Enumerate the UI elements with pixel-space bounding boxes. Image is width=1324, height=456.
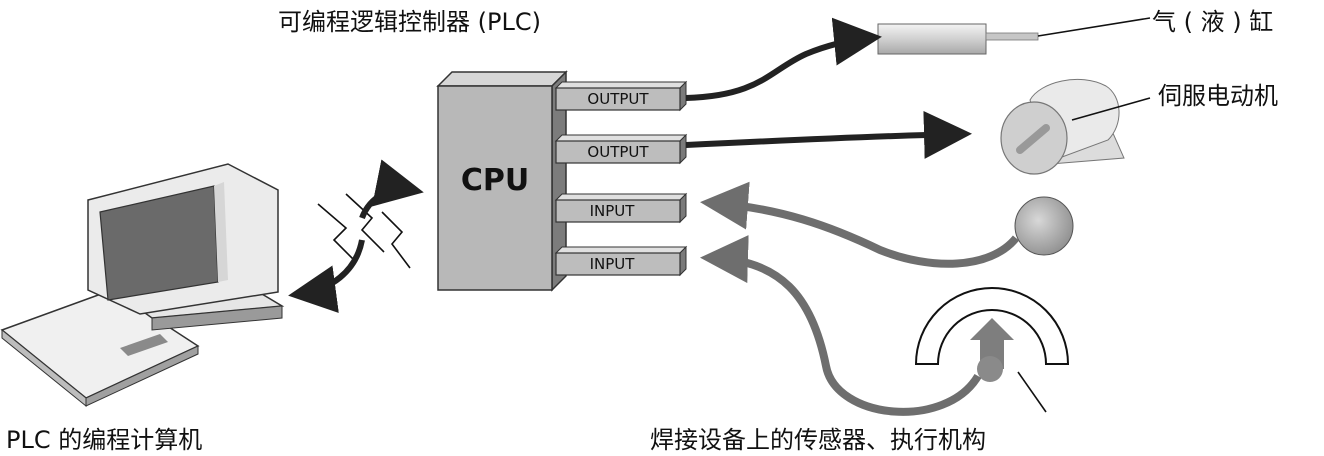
io-port-output-2: OUTPUT	[554, 133, 688, 165]
leader-line-sensors	[1017, 371, 1047, 413]
arrow-from-gauge-sensor	[700, 235, 982, 416]
port-label-input-1: INPUT	[590, 202, 636, 220]
leader-line-cylinder	[1037, 17, 1151, 37]
cpu-label: CPU	[461, 163, 529, 198]
sensor-icon	[1014, 196, 1074, 256]
servo-motor-icon	[1000, 78, 1125, 175]
port-label-output-1: OUTPUT	[587, 90, 649, 108]
leader-line-servo-motor	[1071, 97, 1151, 121]
arrow-to-cylinder	[685, 17, 882, 101]
cable-break-icon	[317, 193, 411, 269]
arrow-to-plc	[359, 159, 424, 220]
cylinder-label: 气 ( 液 ) 缸	[1152, 8, 1274, 36]
io-port-input-2: INPUT	[554, 245, 688, 277]
port-label-output-2: OUTPUT	[587, 143, 649, 161]
programming-computer-label: PLC 的编程计算机	[6, 426, 203, 454]
computer-icon	[0, 163, 285, 408]
gauge-sensor-icon	[914, 287, 1070, 382]
io-port-input-1: INPUT	[554, 192, 688, 224]
arrow-to-servo-motor	[685, 110, 972, 159]
arrow-from-sensor	[700, 181, 1020, 268]
sensors-actuators-label: 焊接设备上的传感器、执行机构	[650, 426, 986, 454]
plc-cpu-icon: CPU	[436, 70, 568, 292]
port-label-input-2: INPUT	[590, 255, 636, 273]
arrow-to-computer	[288, 239, 365, 314]
io-port-output-1: OUTPUT	[554, 80, 688, 112]
plc-title: 可编程逻辑控制器 (PLC)	[278, 8, 541, 36]
servo-motor-label: 伺服电动机	[1158, 82, 1278, 110]
cylinder-icon	[877, 23, 1039, 55]
